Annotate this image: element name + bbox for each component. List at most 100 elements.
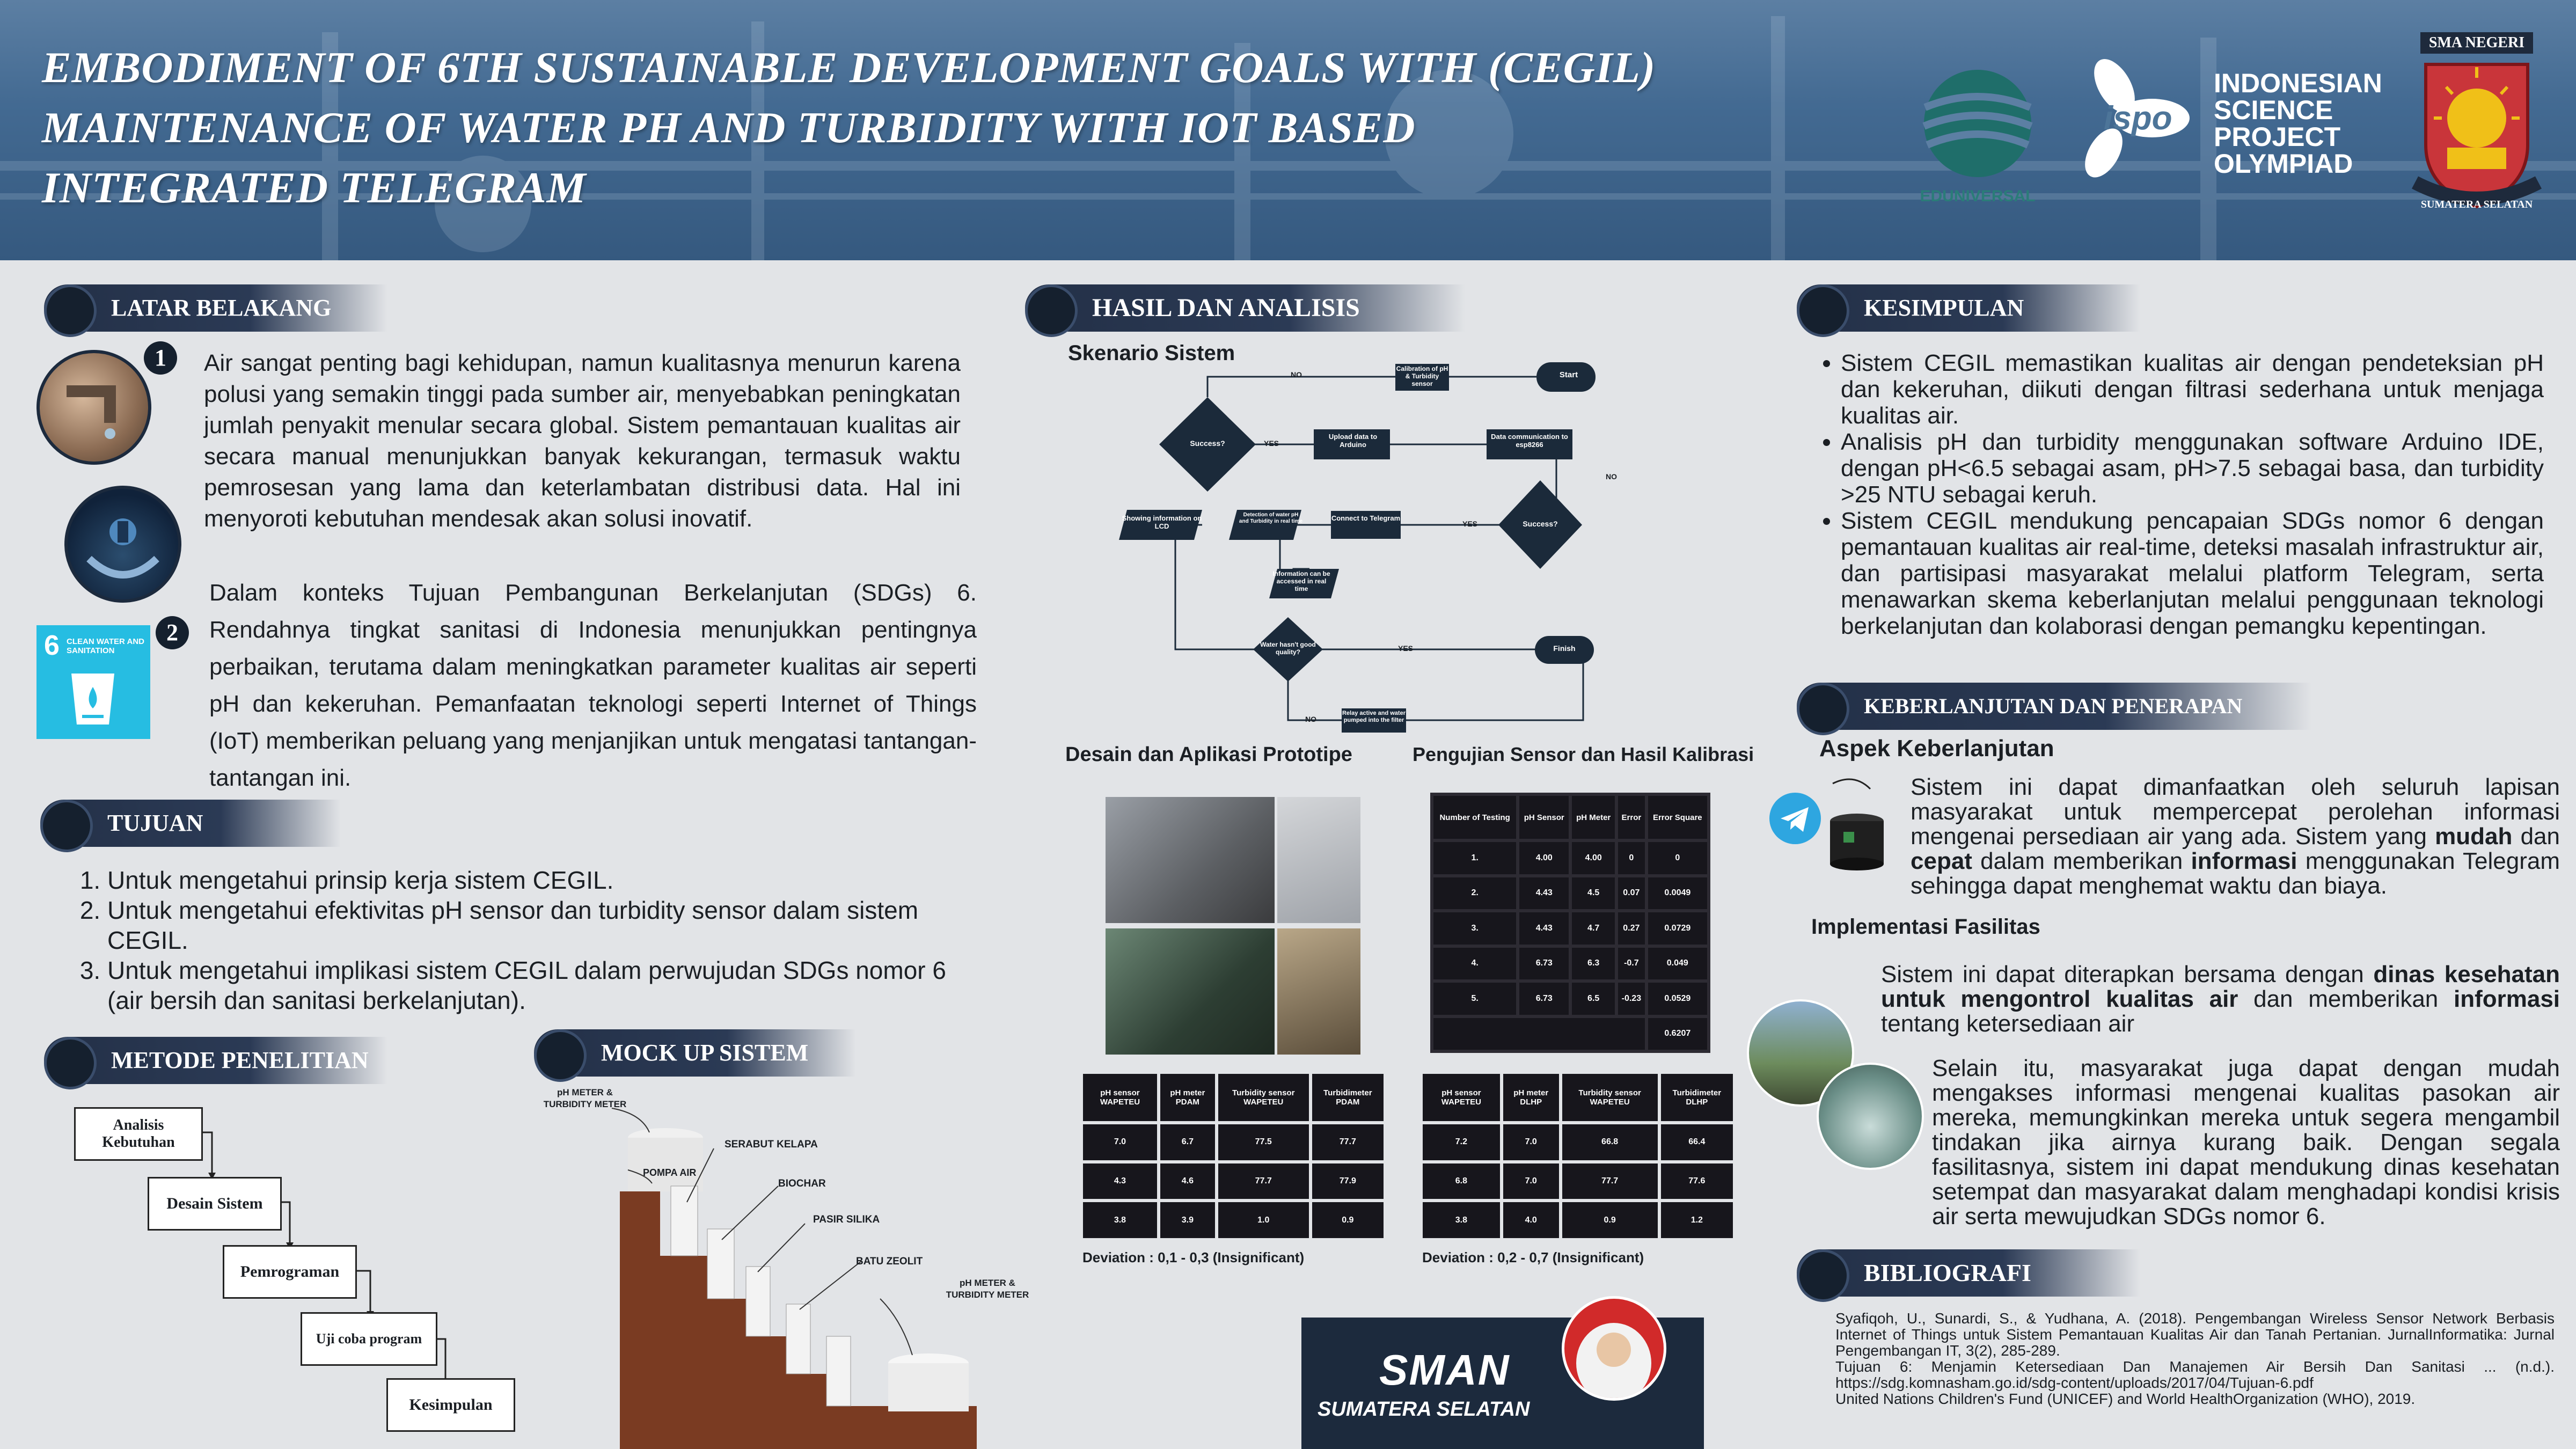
flow-yes-label-1: YES	[1264, 439, 1279, 448]
number-badge-1: 1	[144, 341, 177, 375]
prototype-photo-3	[1106, 928, 1275, 1055]
school-card: SMAN SUMATERA SELATAN	[1301, 1296, 1704, 1449]
section-heading-metode: METODE PENELITIAN	[44, 1037, 387, 1089]
kesimpulan-item: Sistem CEGIL memastikan kualitas air den…	[1841, 350, 2544, 429]
flow-calib-label: Calibration of pH & Turbidity sensor	[1396, 365, 1448, 387]
prototype-photo-4	[1277, 928, 1360, 1055]
tujuan-item: Untuk mengetahui implikasi sistem CEGIL …	[107, 955, 987, 1015]
eduniversal-logo: EDUNIVERSAL	[1919, 64, 2037, 209]
implementasi-title: Implementasi Fasilitas	[1811, 915, 2040, 939]
flow-relay-label: Relay active and water pumped into the f…	[1342, 710, 1406, 723]
aspek-paragraph: Sistem ini dapat dimanfaatkan oleh selur…	[1911, 774, 2560, 899]
flow-no-label-1: NO	[1291, 370, 1302, 379]
tujuan-item: Untuk mengetahui efektivitas pH sensor d…	[107, 895, 987, 955]
section-heading-tujuan: TUJUAN	[40, 800, 341, 852]
table-header: Error Square	[1648, 796, 1707, 839]
latar-paragraph-2: Dalam konteks Tujuan Pembangunan Berkela…	[209, 580, 977, 791]
kesimpulan-item: Analisis pH dan turbidity menggunakan so…	[1841, 429, 2544, 508]
water-glass-icon	[71, 674, 114, 724]
pengujian-title: Pengujian Sensor dan Hasil Kalibrasi	[1413, 743, 1754, 765]
tujuan-item: Untuk mengetahui prinsip kerja sistem CE…	[107, 865, 987, 895]
flow-start-label: Start	[1559, 370, 1578, 379]
aspek-title: Aspek Keberlanjutan	[1819, 735, 2054, 762]
mock-label-zeolit: BATU ZEOLIT	[856, 1256, 923, 1267]
section-heading-hasil: HASIL DAN ANALISIS	[1025, 284, 1465, 337]
table-header: Number of Testing	[1433, 796, 1517, 839]
latar-paragraph-1: Air sangat penting bagi kehidupan, namun…	[204, 350, 961, 532]
flow-no-label-3: NO	[1305, 715, 1316, 723]
implementasi-paragraph-2: Selain itu, masyarakat juga dapat dengan…	[1932, 1055, 2560, 1230]
kesimpulan-item: Sistem CEGIL mendukung pencapaian SDGs n…	[1841, 508, 2544, 639]
metode-step-1: Analisis Kebutuhan	[74, 1107, 203, 1161]
header-banner: EMBODIMENT OF 6TH SUSTAINABLE DEVELOPMEN…	[0, 0, 2576, 260]
implementasi-paragraph-1: Sistem ini dapat diterapkan bersama deng…	[1881, 961, 2560, 1037]
section-heading-kesimpulan: KESIMPULAN	[1797, 284, 2140, 337]
flow-water-label: Water hasn't good quality?	[1260, 641, 1316, 656]
school-shield-icon	[2411, 63, 2542, 209]
flow-yes-label-3: YES	[1398, 644, 1414, 653]
prototype-photo-1	[1106, 797, 1275, 923]
section-heading-keberlanjutan: KEBERLANJUTAN DAN PENERAPAN	[1797, 683, 2312, 735]
flow-yes-label-2: YES	[1462, 519, 1478, 528]
metode-step-5: Kesimpulan	[386, 1378, 515, 1432]
section-heading-latar-belakang: LATAR BELAKANG	[44, 284, 387, 337]
flow-detect-label: Detection of water pH and Turbidity in r…	[1239, 512, 1303, 524]
bibliografi-ref: United Nations Children's Fund (UNICEF) …	[1835, 1391, 2416, 1407]
metode-step-3: Pemrograman	[223, 1245, 357, 1299]
deviation-dlhp: Deviation : 0,2 - 0,7 (Insignificant)	[1422, 1249, 1644, 1265]
flow-datacomm-label: Data communication to esp8266	[1491, 433, 1568, 449]
flow-showing-label: Showing information on LCD	[1122, 514, 1202, 530]
mock-label-pompa: POMPA AIR	[643, 1167, 697, 1178]
prototype-photo-2	[1277, 797, 1360, 923]
tujuan-list: Untuk mengetahui prinsip kerja sistem CE…	[75, 865, 987, 1015]
mock-label-pasir: PASIR SILIKA	[813, 1214, 880, 1225]
mock-label-serabut: SERABUT KELAPA	[724, 1139, 818, 1150]
mock-label-ph-top: pH METER & TURBIDITY METER	[543, 1087, 627, 1109]
section-heading-mockup: MOCK UP SISTEM	[534, 1029, 856, 1082]
kesimpulan-list: Sistem CEGIL memastikan kualitas air den…	[1817, 350, 2544, 639]
table-header: pH Meter	[1572, 796, 1615, 839]
flow-start	[1536, 362, 1596, 392]
table-row: 0.6207	[1433, 1018, 1707, 1050]
number-badge-2: 2	[156, 616, 189, 649]
flowchart	[1119, 362, 1596, 733]
bibliografi-ref: Syafiqoh, U., Sunardi, S., & Yudhana, A.…	[1835, 1310, 2555, 1359]
flow-no-label-2: NO	[1606, 472, 1617, 481]
water-hands-image	[64, 486, 181, 603]
desain-title: Desain dan Aplikasi Prototipe	[1065, 743, 1352, 766]
metode-step-2: Desain Sistem	[148, 1177, 282, 1231]
bibliografi-list: Syafiqoh, U., Sunardi, S., & Yudhana, A.…	[1835, 1311, 2555, 1407]
bibliografi-ref: Tujuan 6: Menjamin Ketersediaan Dan Mana…	[1835, 1358, 2555, 1391]
ispo-logo: ispo INDONESIAN SCIENCE PROJECT OLYMPIAD	[2082, 54, 2383, 188]
section-heading-bibliografi: BIBLIOGRAFI	[1797, 1249, 2140, 1302]
flow-upload-label: Upload data to Arduino	[1328, 433, 1378, 449]
globe-icon	[1922, 70, 2033, 177]
table-header: pH Sensor	[1519, 796, 1569, 839]
flow-connect-label: Connect to Telegram	[1331, 514, 1401, 522]
flow-success2-label: Success?	[1523, 519, 1558, 528]
poster-title: EMBODIMENT OF 6TH SUSTAINABLE DEVELOPMEN…	[42, 43, 1656, 212]
water-tanks-photo	[1817, 1063, 1924, 1170]
school-name: SMAN	[1379, 1346, 1510, 1394]
mock-label-biochar: BIOCHAR	[778, 1178, 826, 1189]
faucet-image	[36, 350, 151, 465]
flow-info-label: Information can be accessed in real time	[1272, 570, 1330, 592]
school-region: SUMATERA SELATAN	[1318, 1398, 1530, 1421]
telegram-icon	[1769, 793, 1821, 844]
flow-success1-label: Success?	[1190, 439, 1225, 448]
sma-negeri-logo: SMA NEGERI SUMATERA SELATAN	[2410, 32, 2544, 225]
